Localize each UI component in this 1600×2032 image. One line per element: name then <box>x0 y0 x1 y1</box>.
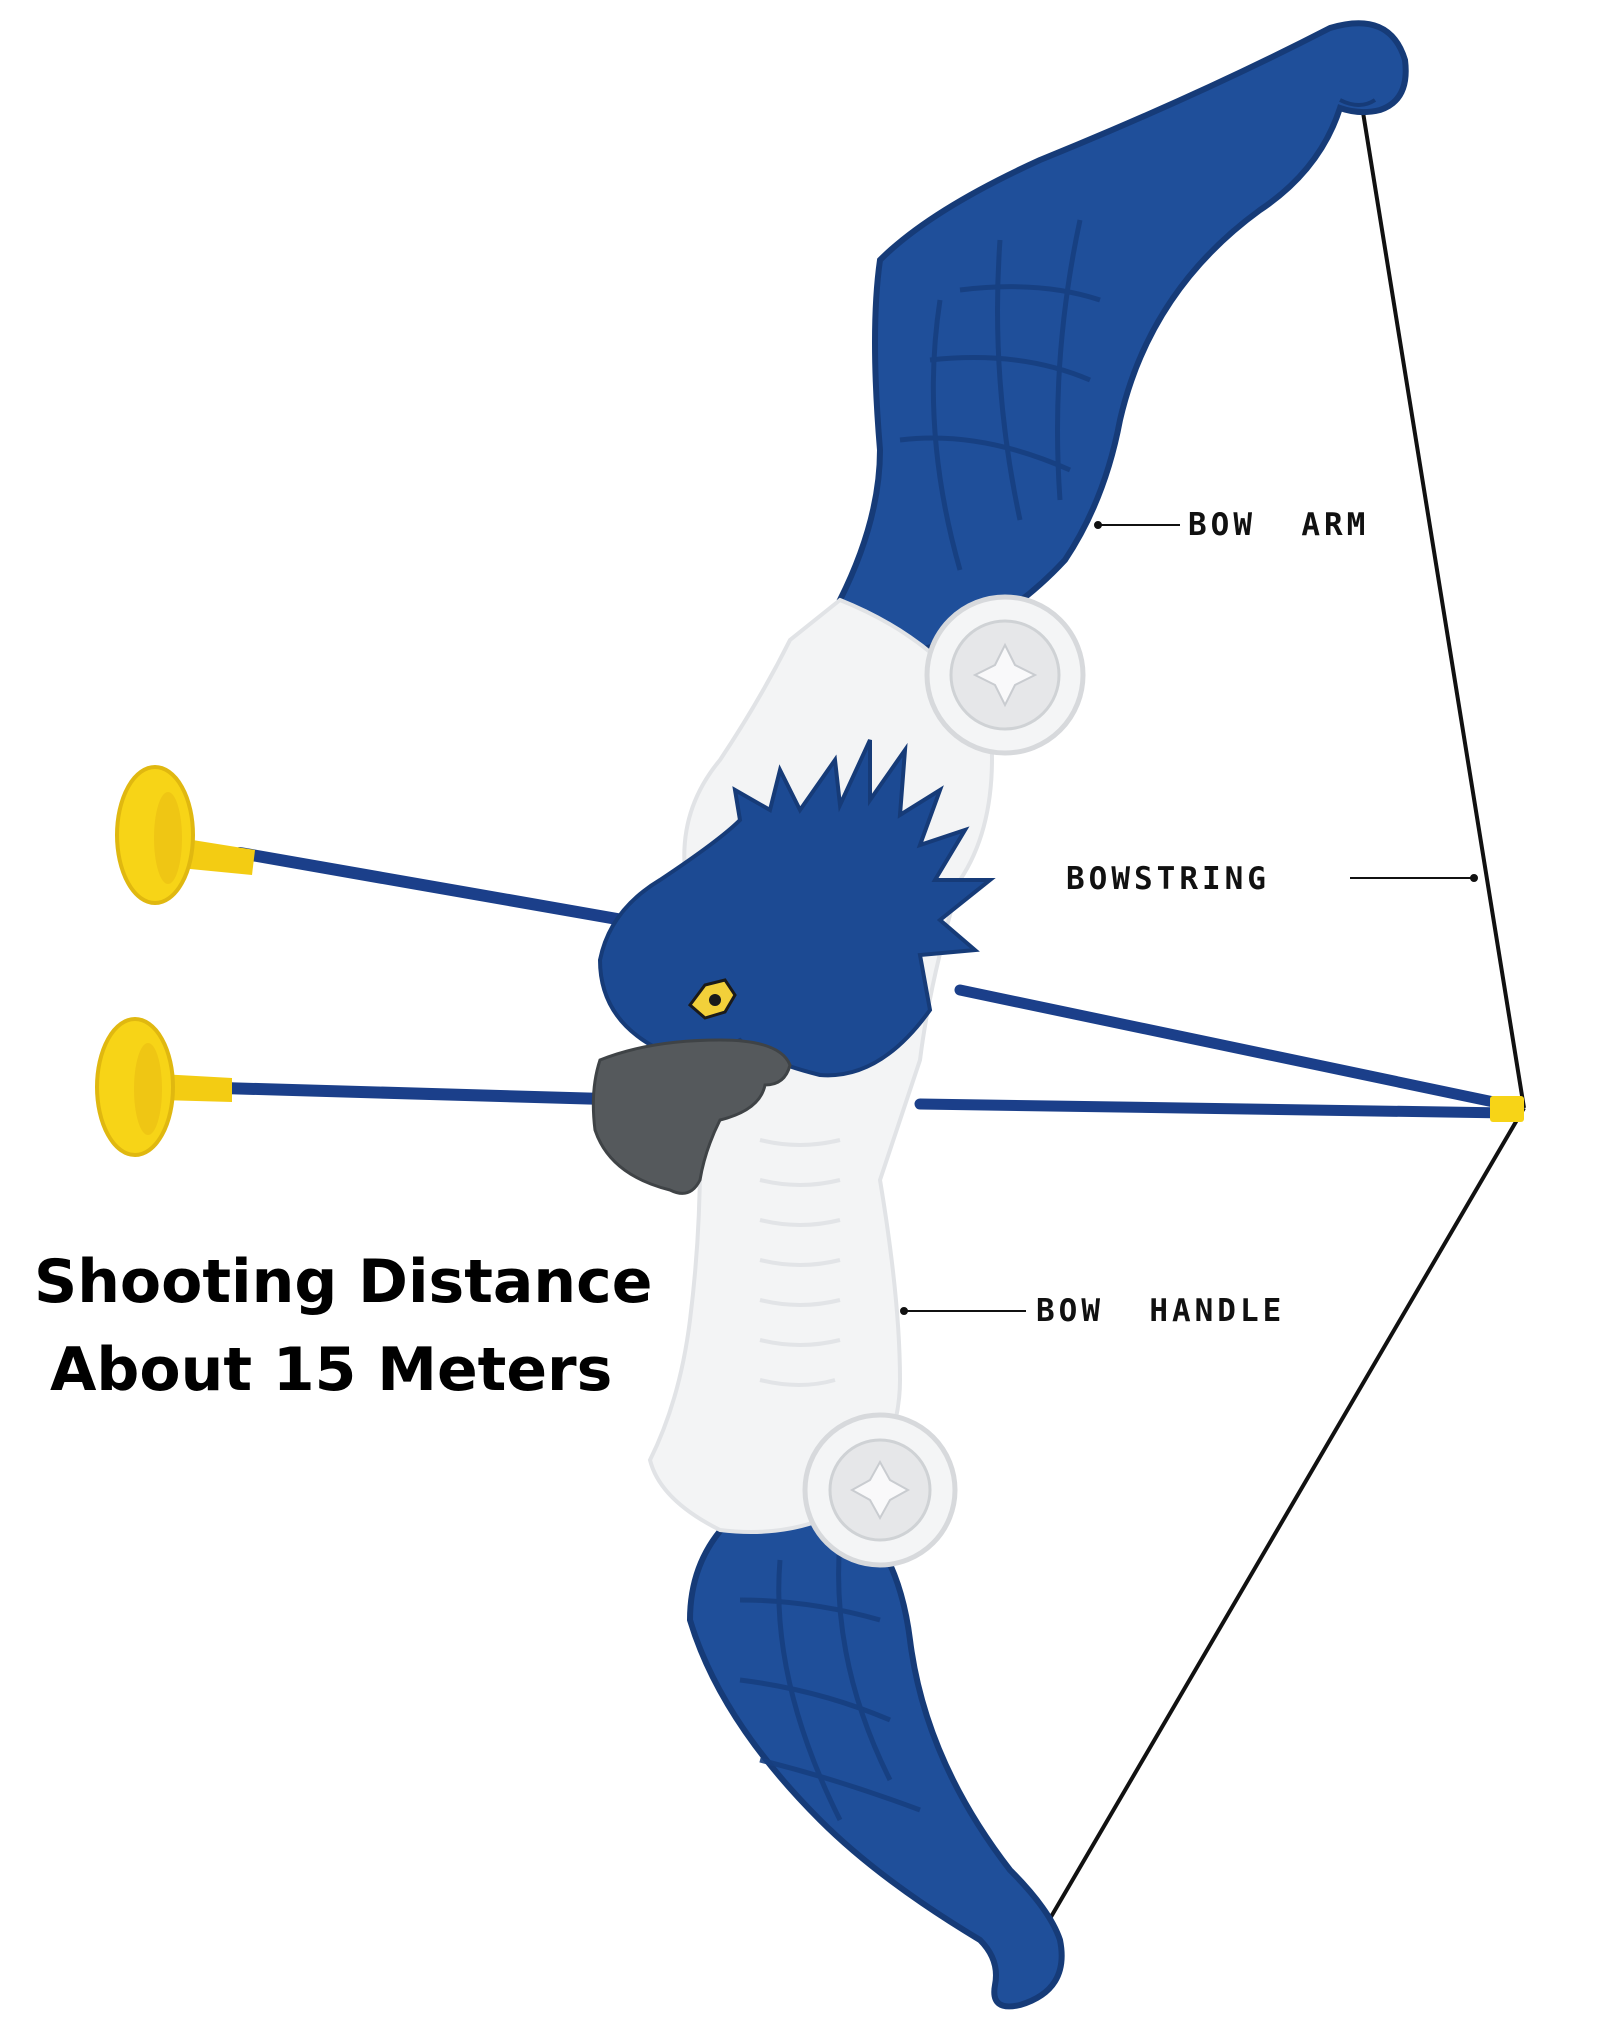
bowstring-label: BOWSTRING <box>1066 861 1270 897</box>
nock <box>1490 1096 1524 1122</box>
eagle-beak <box>591 1038 792 1195</box>
shooting-distance-headline: Shooting Distance <box>34 1247 653 1317</box>
lower-bow-arm <box>686 1507 1065 2010</box>
lower-limb-bolt <box>802 1412 958 1568</box>
upper-arrow <box>115 765 1514 1111</box>
upper-bow-arm <box>836 20 1409 654</box>
bowstring <box>1046 105 1526 1924</box>
shooting-distance-value: About 15 Meters <box>50 1335 613 1405</box>
callout-leaders <box>900 521 1478 1315</box>
eagle-head <box>591 739 996 1195</box>
lower-arrow <box>95 1017 1524 1157</box>
bow-handle-label: BOW HANDLE <box>1036 1293 1286 1329</box>
upper-limb-bolt <box>924 594 1086 756</box>
bow-arm-label: BOW ARM <box>1188 507 1370 543</box>
